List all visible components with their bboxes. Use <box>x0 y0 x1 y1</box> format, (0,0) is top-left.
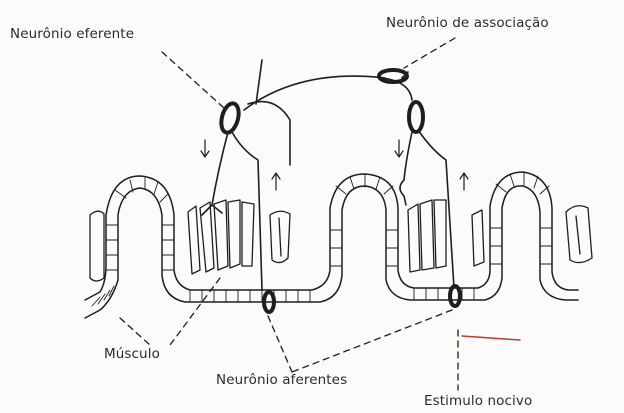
intestinal-wall-outer <box>85 186 578 318</box>
direction-arrows <box>201 140 468 190</box>
afferent-neuron-body-2 <box>450 286 460 306</box>
stimulus-mark <box>462 336 520 340</box>
arrow-up-left <box>272 173 280 190</box>
label-afferent-neurons: Neurônio aferentes <box>216 372 347 388</box>
label-association-neuron: Neurônio de associação <box>386 15 549 31</box>
association-neuron-body <box>379 70 407 82</box>
muscle-bundles-right <box>408 200 592 272</box>
arrow-down-right <box>395 140 403 157</box>
neuron-bodies <box>218 70 460 312</box>
label-efferent-neuron: Neurônio eferente <box>10 26 134 42</box>
arrow-down-left <box>201 140 209 157</box>
efferent-neuron-body-2 <box>409 102 423 132</box>
label-noxious-stimulus: Estimulo nocivo <box>424 393 532 409</box>
arrow-up-right <box>460 173 468 190</box>
label-muscle: Músculo <box>104 346 160 362</box>
intestinal-wall-inner <box>85 172 578 300</box>
